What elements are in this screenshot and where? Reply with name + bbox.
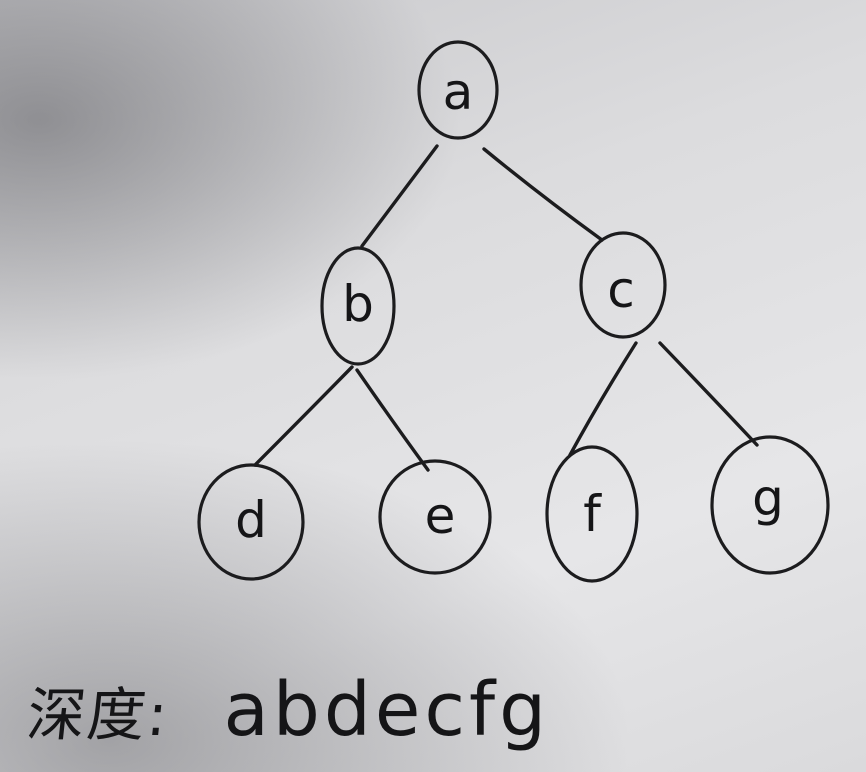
node-label-b: b [342,275,374,333]
node-label-c: c [607,261,635,319]
traversal-caption: 深度: abdecfg [24,660,551,760]
tree-node-f: f [545,445,639,583]
node-ring-f [545,445,639,583]
node-ring-g [710,435,830,575]
node-label-g: g [752,469,784,527]
node-label-f: f [583,485,602,543]
node-ring-e [378,459,492,575]
tree-node-d: d [197,463,305,581]
caption-label: 深度: [23,681,173,749]
edge-b-e [355,368,430,472]
tree-node-e: e [378,459,492,575]
edge-c-f [568,341,638,457]
edge-a-b [360,144,439,248]
edge-a-c [482,147,604,242]
node-label-d: d [235,491,267,549]
node-ring-c [579,231,667,339]
tree-node-g: g [710,435,830,575]
traversal-order: abdecfg [223,667,551,753]
node-ring-b [320,246,396,366]
tree-node-c: c [579,231,667,339]
node-label-a: a [443,63,474,121]
node-label-e: e [425,487,456,545]
edge-c-g [658,341,759,447]
tree-node-b: b [320,246,396,366]
tree-node-a: a [417,40,499,140]
node-ring-a [417,40,499,140]
edge-b-d [253,365,354,467]
node-ring-d [197,463,305,581]
